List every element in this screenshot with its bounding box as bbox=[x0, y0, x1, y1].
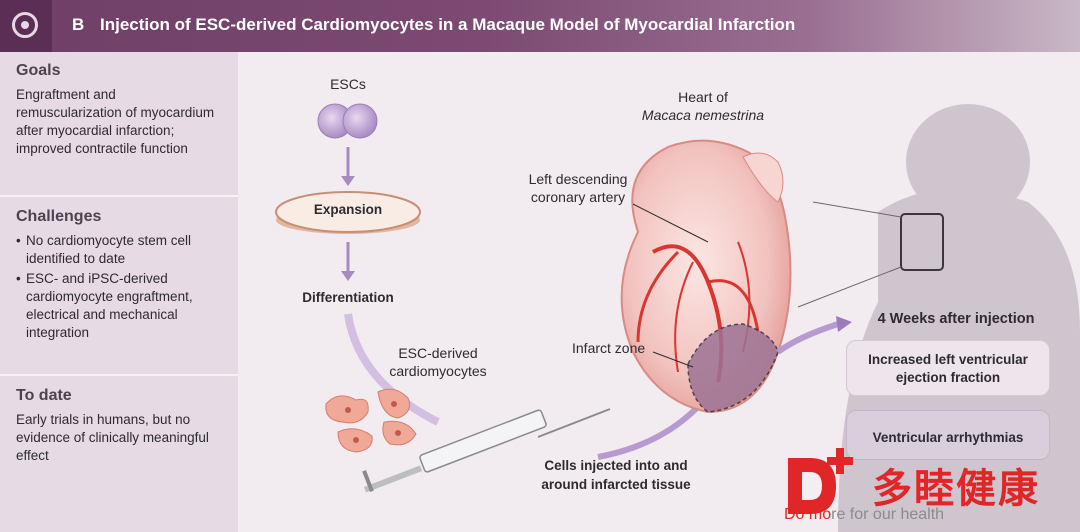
diagram-panel: ESCs Expansion Differentiation ESC-deriv… bbox=[238, 52, 1080, 532]
artery-label-line: coronary artery bbox=[530, 189, 626, 205]
challenge-item: ESC- and iPSC-derived cardiomyocyte engr… bbox=[16, 270, 222, 342]
cells-injected-line: Cells injected into and bbox=[544, 458, 688, 473]
artery-label-line: Left descending bbox=[528, 171, 628, 187]
journal-logo-icon bbox=[0, 0, 52, 52]
flow-arrow-head bbox=[341, 271, 355, 281]
cells-injected-line: around infarcted tissue bbox=[541, 477, 691, 492]
heart-label: Heart of Macaca nemestrina bbox=[628, 88, 778, 124]
brand-slogan-part: re for our health bbox=[831, 506, 945, 523]
sidebar: Goals Engraftment and remuscularization … bbox=[0, 52, 238, 532]
goals-heading: Goals bbox=[16, 62, 61, 79]
figure-header: B Injection of ESC-derived Cardiomyocyte… bbox=[0, 0, 1080, 52]
divider bbox=[0, 374, 238, 376]
flow-arrow bbox=[776, 321, 839, 355]
differentiation-label: Differentiation bbox=[302, 290, 394, 305]
brand-slogan: Do more for our health bbox=[784, 506, 944, 524]
challenges-section: Challenges No cardiomyocyte stem cell id… bbox=[0, 198, 238, 370]
panel-letter: B bbox=[72, 15, 85, 34]
to-date-text: Early trials in humans, but no evidence … bbox=[16, 412, 209, 463]
expansion-label: Expansion bbox=[313, 202, 383, 217]
esc-cardiomyocytes-label-line: ESC-derived bbox=[398, 345, 478, 361]
esc-cardiomyocytes-label-line: cardiomyocytes bbox=[389, 363, 487, 379]
cells-injected-label: Cells injected into and around infarcted… bbox=[506, 456, 726, 494]
infarct-zone-label: Infarct zone bbox=[572, 340, 646, 356]
divider bbox=[0, 195, 238, 197]
brand-slogan-part: Do mo bbox=[784, 506, 832, 523]
flow-arrow-head bbox=[341, 176, 355, 186]
figure-title: Injection of ESC-derived Cardiomyocytes … bbox=[100, 15, 796, 34]
artery-label: Left descending coronary artery bbox=[510, 170, 646, 206]
leader-line bbox=[632, 203, 709, 243]
flow-arrow-head bbox=[836, 316, 852, 332]
leader-line bbox=[797, 266, 902, 308]
challenges-heading: Challenges bbox=[16, 208, 102, 225]
leader-line bbox=[652, 351, 694, 368]
challenge-item: No cardiomyocyte stem cell identified to… bbox=[16, 232, 222, 268]
leader-line bbox=[812, 201, 902, 218]
weeks-after-label: 4 Weeks after injection bbox=[877, 311, 1035, 327]
infarct-zone-shape bbox=[687, 323, 779, 413]
outcome-card-ejection: Increased left ventricular ejection frac… bbox=[846, 340, 1050, 396]
to-date-section: To date Early trials in humans, but no e… bbox=[0, 377, 238, 527]
petri-dish-icon bbox=[275, 191, 421, 234]
esc-cells-icon bbox=[317, 103, 378, 139]
outcome-card-arrhythmias: Ventricular arrhythmias bbox=[846, 410, 1050, 460]
heart-icon bbox=[620, 139, 792, 414]
escs-label: ESCs bbox=[330, 76, 366, 92]
outcome-text: Increased left ventricular bbox=[868, 352, 1028, 367]
goals-text: Engraftment and remuscularization of myo… bbox=[16, 87, 215, 156]
esc-cardiomyocytes-label: ESC-derived cardiomyocytes bbox=[378, 344, 498, 380]
flow-arrow bbox=[344, 313, 440, 426]
outcome-text: ejection fraction bbox=[895, 370, 1001, 385]
brand-logo-icon bbox=[788, 448, 853, 514]
goals-section: Goals Engraftment and remuscularization … bbox=[0, 52, 238, 194]
syringe-icon bbox=[362, 408, 611, 493]
cardiomyocytes-icon bbox=[325, 388, 417, 453]
to-date-heading: To date bbox=[16, 387, 72, 404]
outcome-text: Ventricular arrhythmias bbox=[872, 430, 1024, 445]
heart-title: Heart of bbox=[678, 89, 728, 105]
heart-species: Macaca nemestrina bbox=[641, 107, 765, 123]
brand-name-cn: 多睦健康 bbox=[872, 466, 1040, 512]
injection-site-box bbox=[900, 213, 944, 271]
